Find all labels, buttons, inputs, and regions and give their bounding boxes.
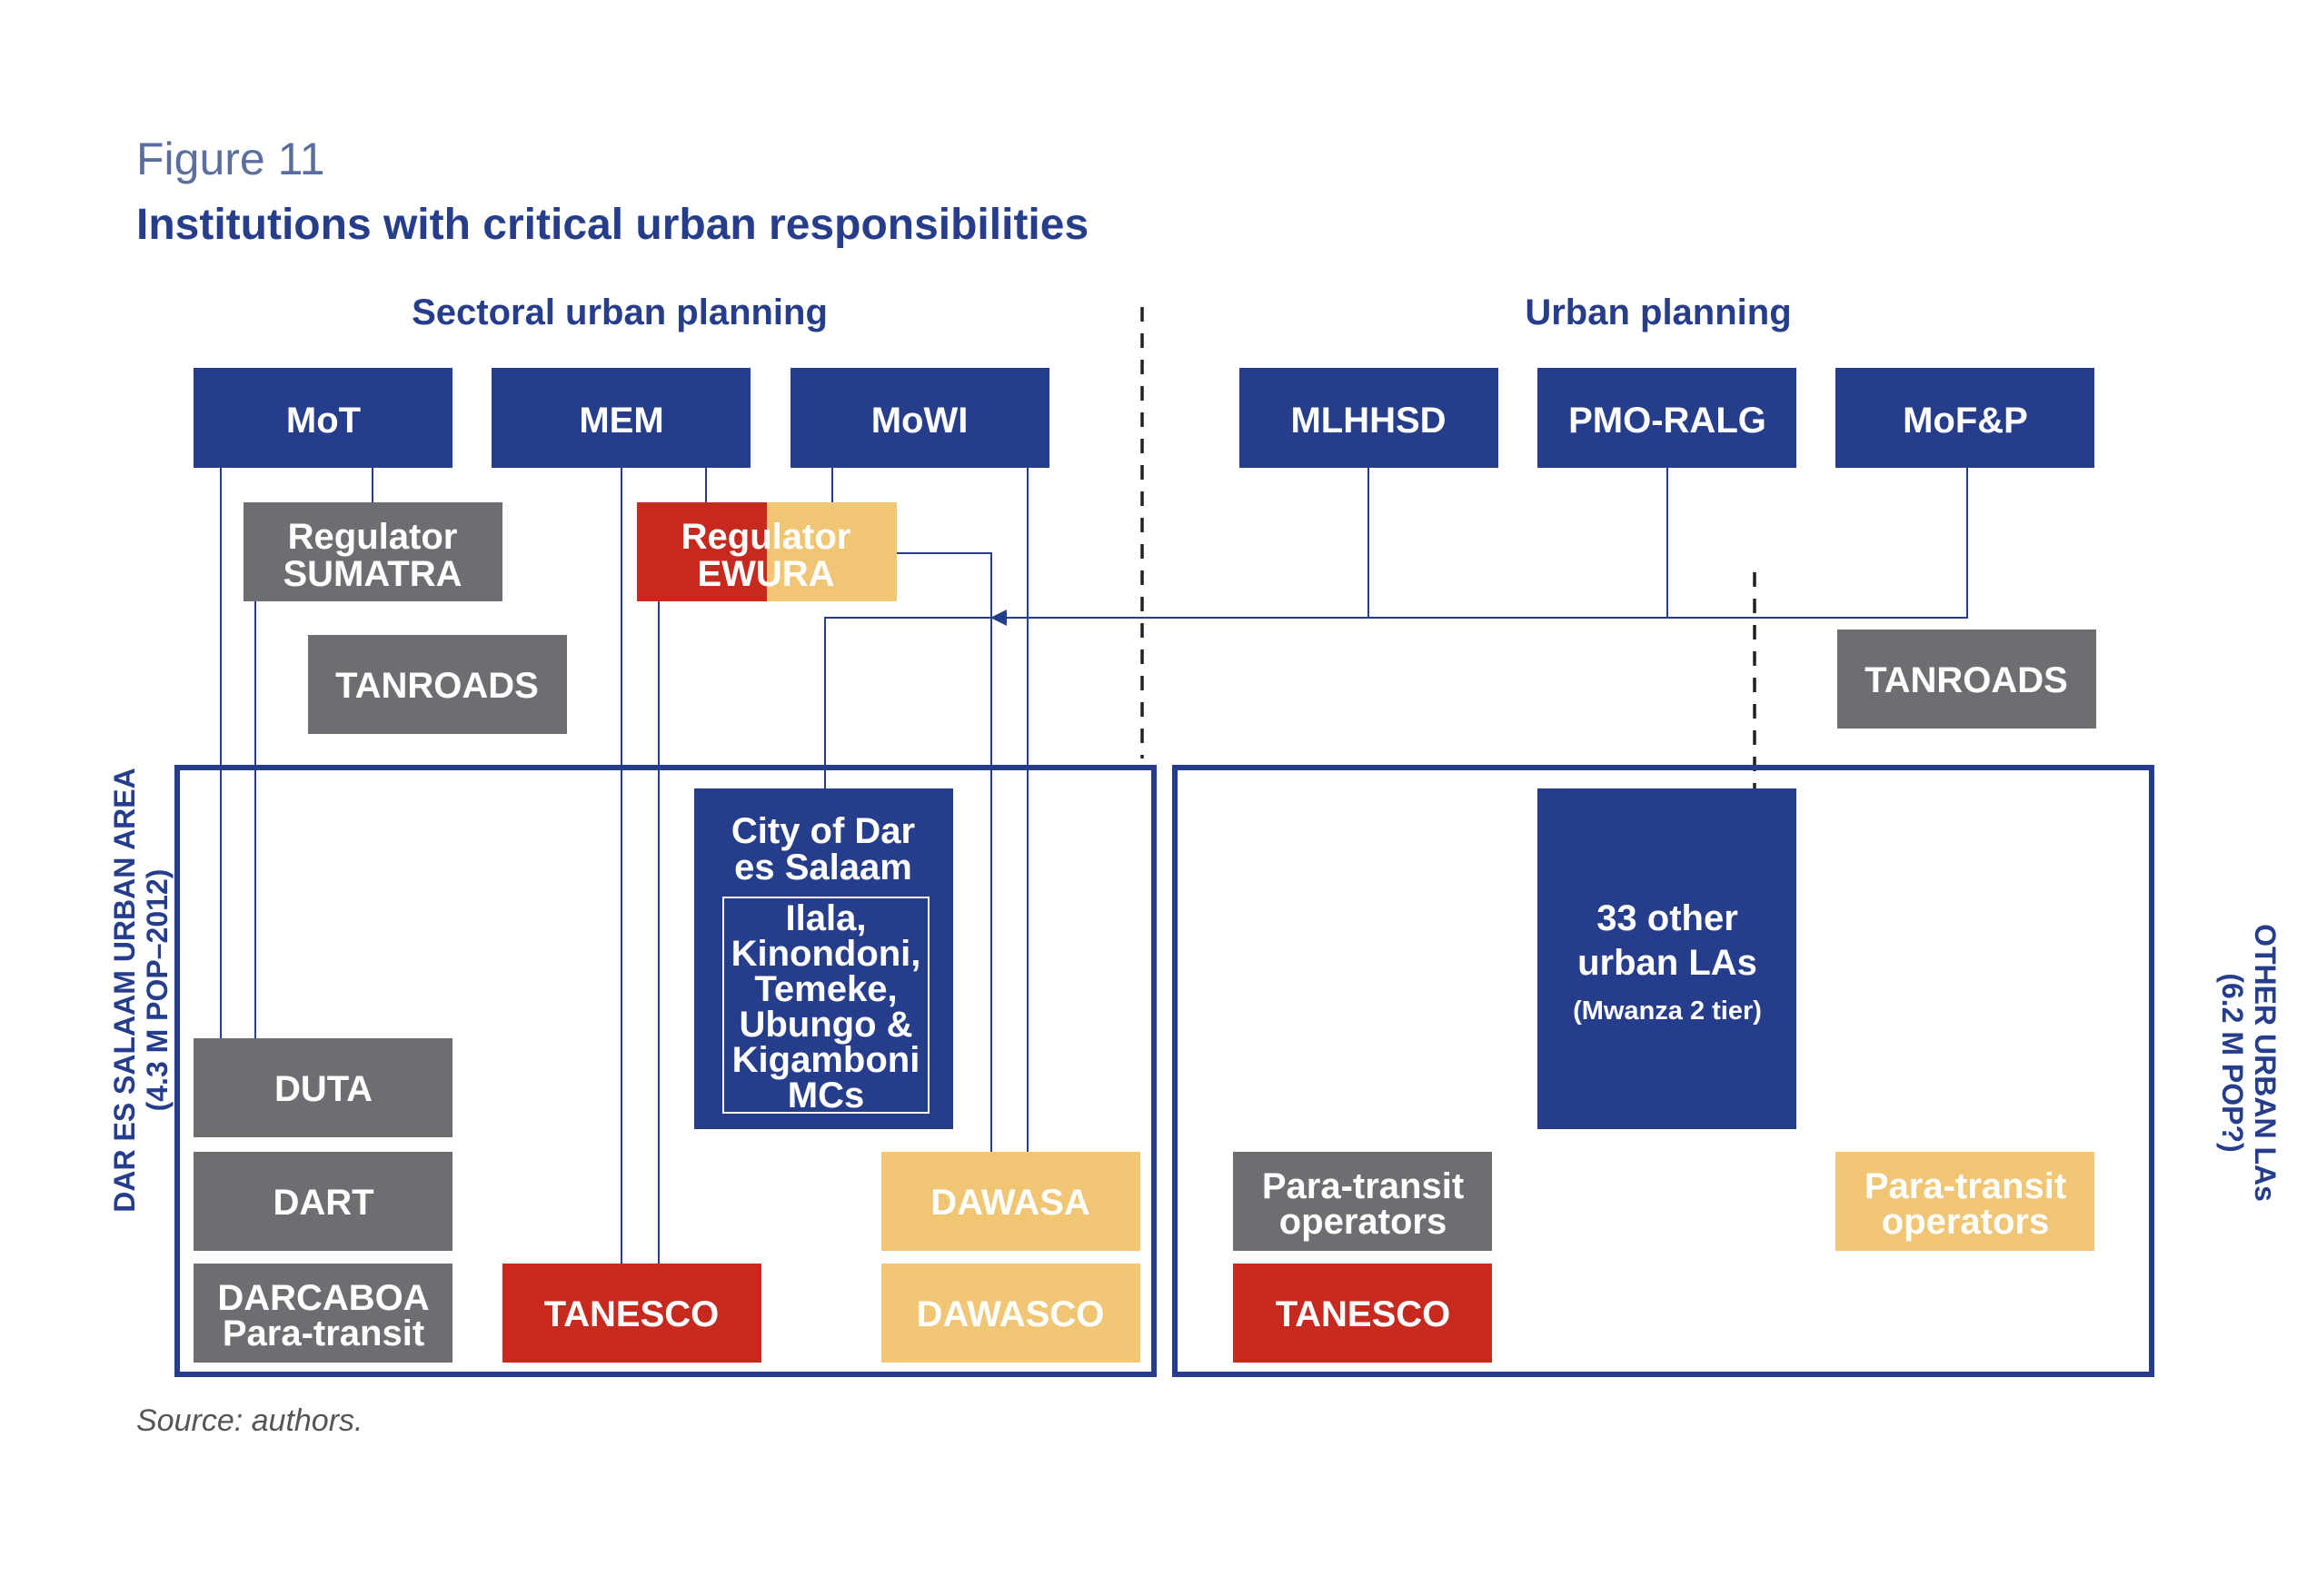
paratransit-grey-box: Para-transit operators — [1233, 1152, 1492, 1251]
urban-planning-heading: Urban planning — [1525, 292, 1791, 332]
dawasa-box: DAWASA — [881, 1152, 1140, 1251]
pmoralg-label: PMO-RALG — [1568, 401, 1766, 441]
mcs-line5: Kigamboni — [732, 1040, 920, 1080]
tanesco-left-label: TANESCO — [544, 1294, 720, 1334]
sectoral-planning-heading: Sectoral urban planning — [412, 292, 828, 332]
mem-label: MEM — [579, 401, 663, 441]
mcs-line6: MCs — [788, 1076, 864, 1115]
duta-label: DUTA — [274, 1069, 373, 1109]
paratransit-grey-line2: operators — [1279, 1202, 1447, 1242]
other-las-line1: 33 other — [1596, 898, 1738, 938]
tanroads-right-box: TANROADS — [1837, 629, 2096, 729]
dawasco-label: DAWASCO — [917, 1294, 1105, 1334]
dart-label: DART — [273, 1183, 373, 1223]
sumatra-label-line2: SUMATRA — [283, 554, 462, 594]
mcs-line1: Ilala, — [786, 898, 867, 938]
darcaboa-label-line1: DARCABOA — [217, 1278, 429, 1318]
mot-box: MoT — [194, 368, 452, 468]
dawasco-box: DAWASCO — [881, 1264, 1140, 1363]
mowi-box: MoWI — [791, 368, 1049, 468]
darcaboa-label-line2: Para-transit — [223, 1313, 424, 1353]
mofp-box: MoF&P — [1835, 368, 2094, 468]
mcs-line2: Kinondoni, — [731, 934, 921, 974]
mofp-label: MoF&P — [1903, 401, 2028, 441]
city-link-line — [824, 617, 1003, 788]
ewura-label-line2: EWURA — [697, 554, 834, 594]
tanroads-left-box: TANROADS — [308, 635, 567, 734]
paratransit-yellow-line1: Para-transit — [1865, 1166, 2066, 1206]
figure-label: Figure 11 — [136, 134, 325, 184]
ewura-box: Regulator EWURA — [637, 502, 897, 601]
mcs-line3: Temeke, — [754, 969, 897, 1009]
other-region-population: (6.2 M POP?) — [2216, 973, 2249, 1152]
other-region-label: OTHER URBAN LAs — [2249, 924, 2282, 1202]
dawasa-label: DAWASA — [930, 1183, 1090, 1223]
pmoralg-box: PMO-RALG — [1537, 368, 1796, 468]
mlhhsd-box: MLHHSD — [1239, 368, 1498, 468]
other-las-line2: urban LAs — [1577, 943, 1757, 983]
other-urban-region-frame — [1172, 765, 2154, 1377]
dar-region-population: (4.3 M POP–2012) — [141, 869, 174, 1112]
mcs-line4: Ubungo & — [739, 1005, 912, 1045]
tanesco-left-box: TANESCO — [502, 1264, 761, 1363]
paratransit-grey-line1: Para-transit — [1262, 1166, 1464, 1206]
source-note: Source: authors. — [136, 1403, 363, 1438]
paratransit-yellow-line2: operators — [1882, 1202, 2050, 1242]
darcaboa-box: DARCABOA Para-transit — [194, 1264, 452, 1363]
tanroads-right-label: TANROADS — [1865, 660, 2068, 700]
other-las-note: (Mwanza 2 tier) — [1573, 996, 1762, 1026]
ewura-to-dawasa-line — [895, 552, 992, 1152]
mem-box: MEM — [492, 368, 751, 468]
dar-region-label: DAR ES SALAAM URBAN AREA — [108, 768, 141, 1212]
dart-box: DART — [194, 1152, 452, 1251]
mot-label: MoT — [286, 401, 361, 441]
tanroads-left-label: TANROADS — [335, 666, 539, 706]
city-label-line1: City of Dar — [731, 811, 915, 851]
dar-es-salaam-region-frame — [174, 765, 1157, 1377]
tanesco-right-box: TANESCO — [1233, 1264, 1492, 1363]
sumatra-box: Regulator SUMATRA — [244, 502, 502, 601]
city-label-line2: es Salaam — [734, 848, 912, 887]
mlhhsd-label: MLHHSD — [1290, 401, 1446, 441]
duta-box: DUTA — [194, 1038, 452, 1137]
city-box: City of Dar es Salaam Ilala, Kinondoni, … — [694, 788, 953, 1129]
figure-title: Institutions with critical urban respons… — [136, 201, 1089, 249]
other-las-box: 33 other urban LAs (Mwanza 2 tier) — [1537, 788, 1796, 1129]
mofp-to-city-line — [1003, 468, 1968, 619]
connector-lines — [220, 468, 1968, 1264]
mowi-label: MoWI — [871, 401, 969, 441]
mcs-inner-frame — [722, 897, 930, 1114]
arrowhead-icon — [990, 610, 1007, 626]
paratransit-yellow-box: Para-transit operators — [1835, 1152, 2094, 1251]
tanesco-right-label: TANESCO — [1276, 1294, 1451, 1334]
sumatra-label-line1: Regulator — [288, 517, 458, 557]
ewura-label-line1: Regulator — [681, 517, 851, 557]
